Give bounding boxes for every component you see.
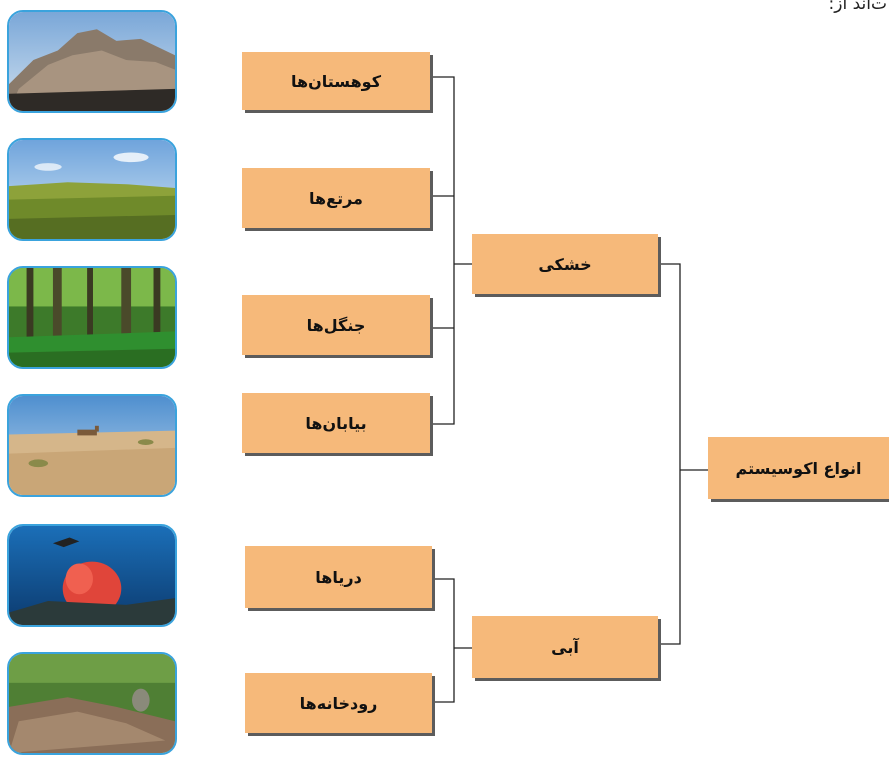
photo-desert xyxy=(7,394,177,497)
node-seas: دریاها xyxy=(245,546,432,608)
intro-text: ت‌اند از: xyxy=(828,0,887,14)
connector-mountains xyxy=(432,76,455,425)
connector-root xyxy=(660,263,681,645)
connector-seas xyxy=(434,578,455,703)
node-mountains: کوهستان‌ها xyxy=(242,52,430,110)
node-forest: جنگل‌ها xyxy=(242,295,430,355)
photo-forest xyxy=(7,266,177,369)
photo-grassland xyxy=(7,138,177,241)
photo-mountains xyxy=(7,10,177,113)
node-root: انواع اکوسیستم xyxy=(708,437,889,499)
node-grassland: مرتع‌ها xyxy=(242,168,430,228)
node-rivers: رودخانه‌ها xyxy=(245,673,432,733)
node-water: آبی xyxy=(472,616,658,678)
photo-sea xyxy=(7,524,177,627)
photo-river xyxy=(7,652,177,755)
node-desert: بیابان‌ها xyxy=(242,393,430,453)
node-land: خشکی xyxy=(472,234,658,294)
